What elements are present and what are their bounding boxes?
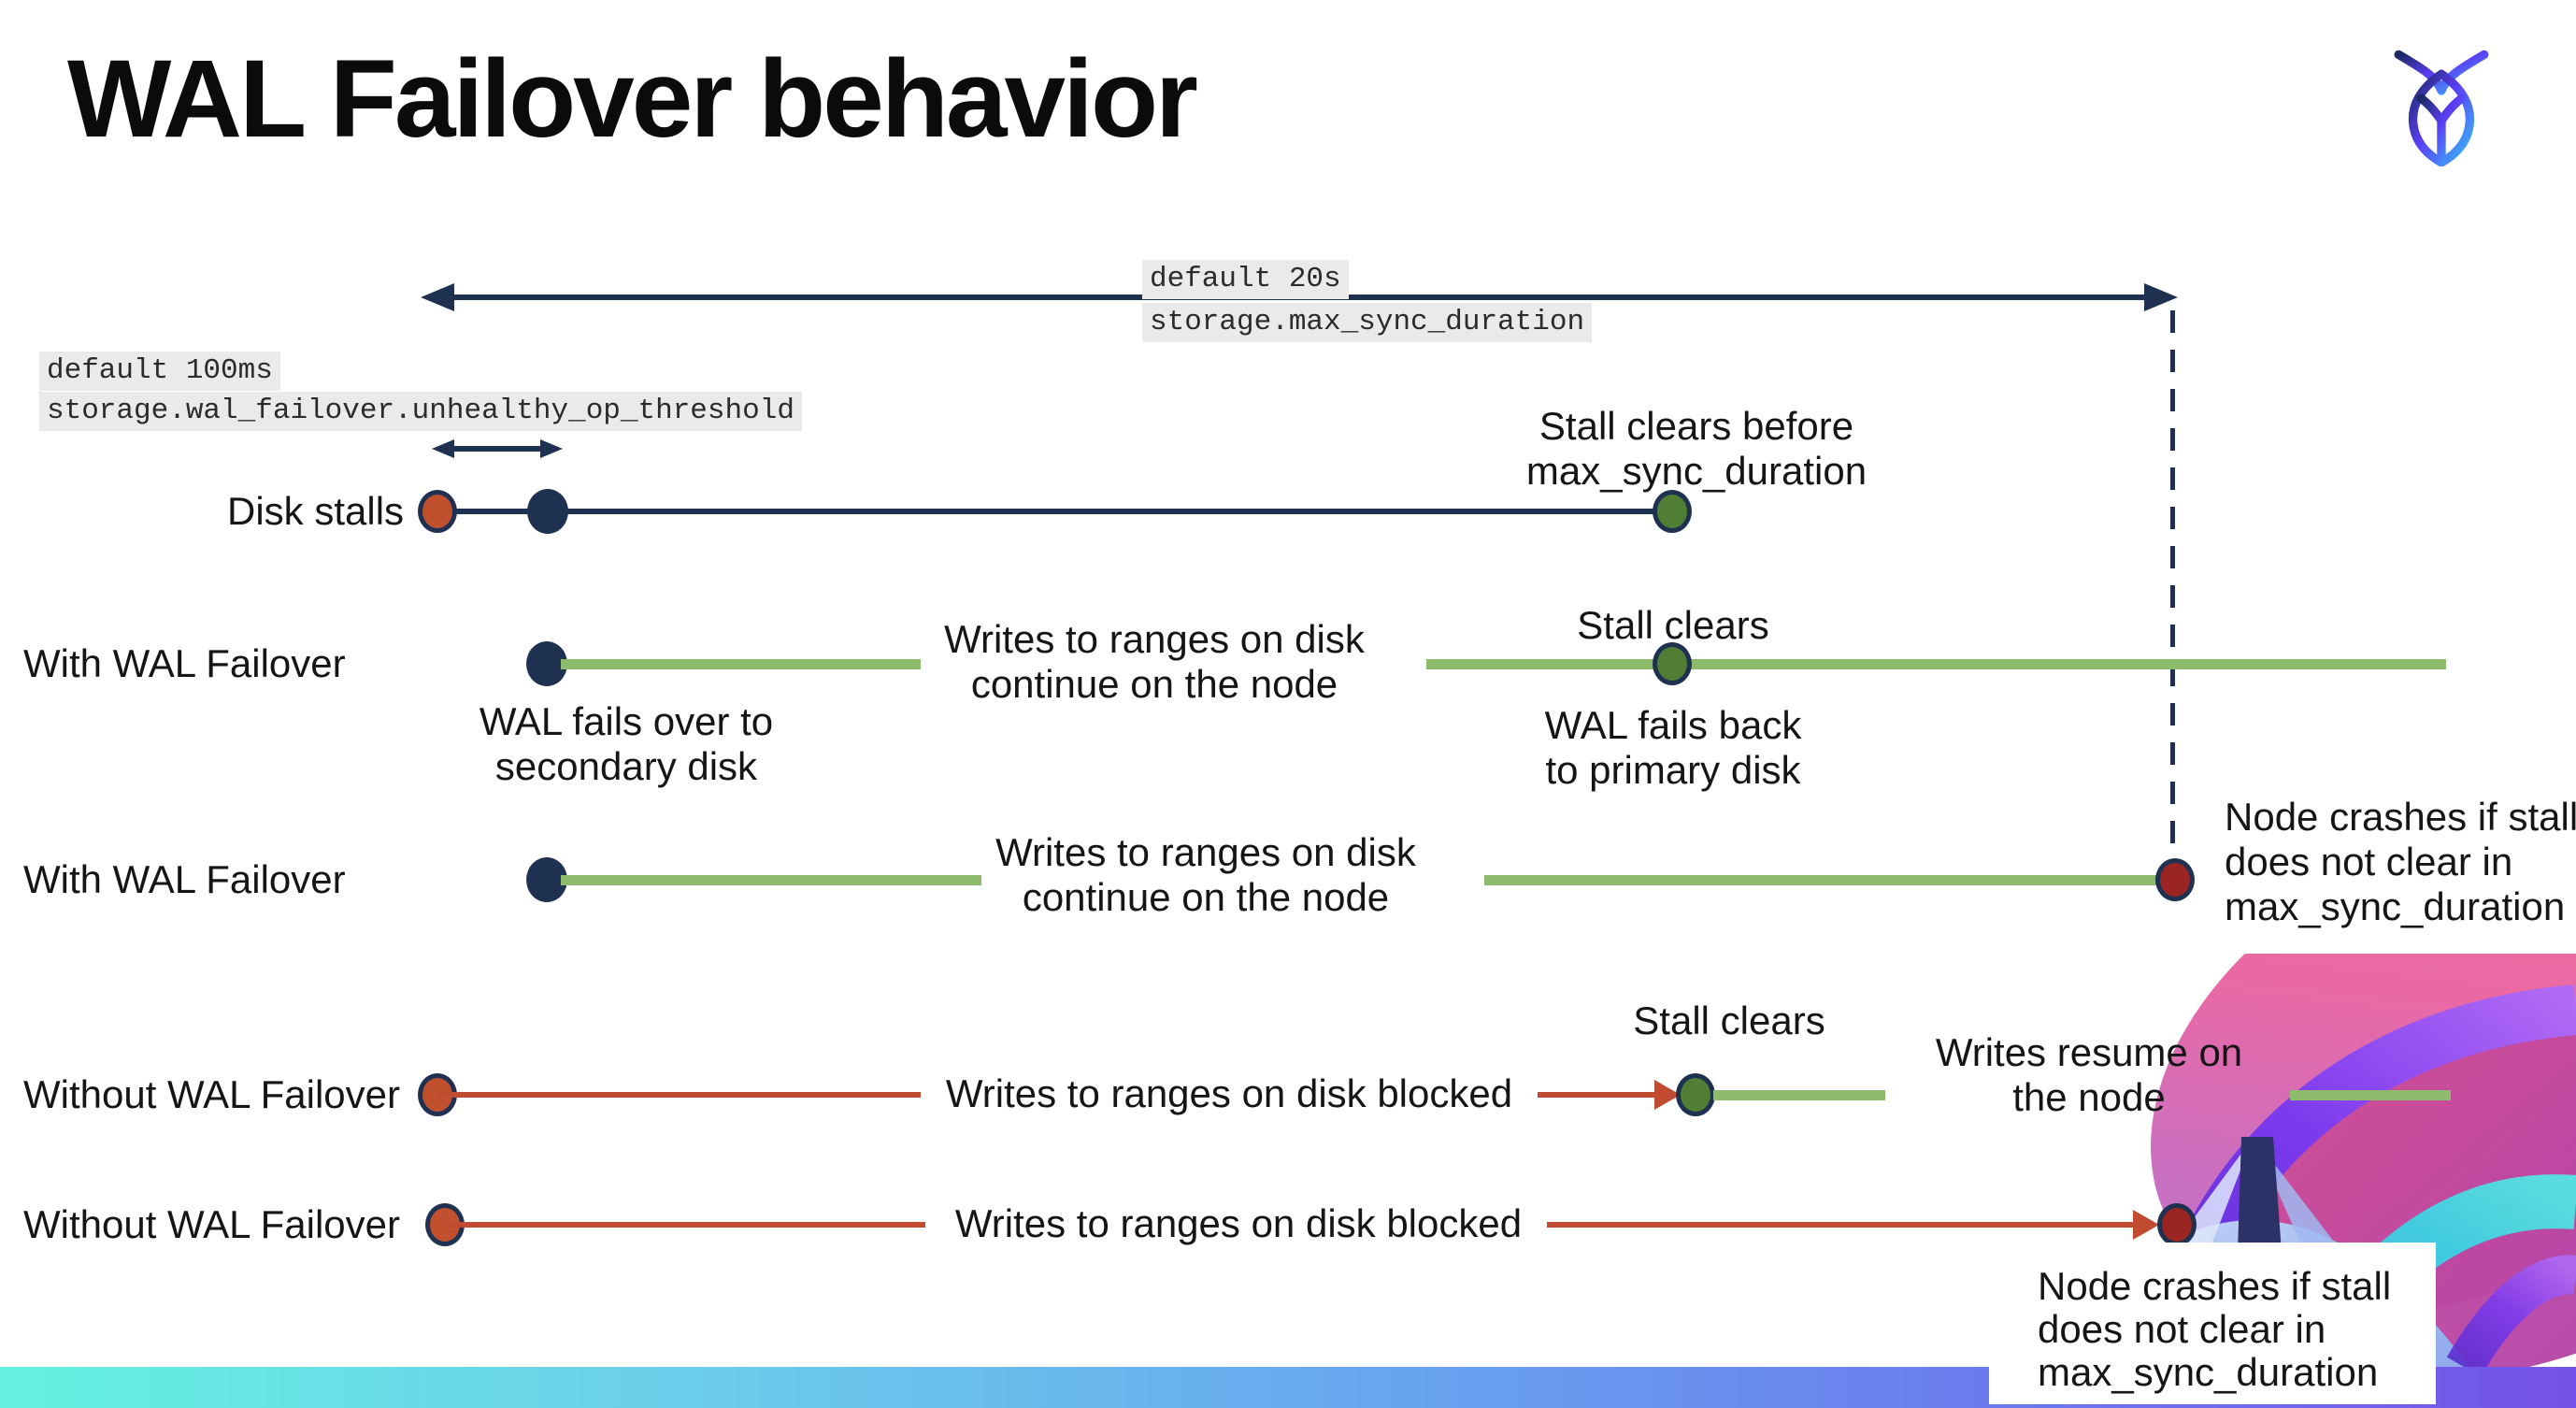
failover-dot-row3 [526, 857, 567, 902]
writes-continue-line-a [561, 659, 921, 669]
row-label-disk-stalls: Disk stalls [227, 489, 405, 533]
stall-clears-note-row2: Stall clears [1577, 603, 1769, 647]
writes-resume-line-a [1713, 1090, 1885, 1100]
writes-continue-line-row3-a [561, 875, 981, 885]
threshold-reached-dot [527, 489, 568, 534]
writes-resume-line-b [2290, 1090, 2451, 1100]
writes-resume-note: Writes resume on the node [1935, 1030, 2243, 1119]
row-label-with-wal-failover-2: With WAL Failover [23, 857, 346, 901]
node-crash-dot-row5 [2157, 1203, 2197, 1246]
writes-continue-line-b [1426, 659, 2446, 669]
writes-continue-note-row2: Writes to ranges on disk continue on the… [944, 617, 1365, 706]
writes-continue-note-row3: Writes to ranges on disk continue on the… [995, 830, 1416, 919]
max-sync-default-label: default 20s [1142, 260, 1349, 299]
cockroach-labs-logo-icon [2393, 45, 2490, 167]
stall-clears-before-note: Stall clears before max_sync_duration [1525, 404, 1868, 493]
writes-blocked-line-row5-b [1547, 1222, 2134, 1228]
arrowhead-left-icon [421, 283, 454, 311]
writes-continue-line-row3-b [1484, 875, 2173, 885]
stall-clears-dot-row4 [1676, 1073, 1715, 1116]
red-arrowhead-row5-icon [2133, 1210, 2159, 1240]
unhealthy-op-setting-name: storage.wal_failover.unhealthy_op_thresh… [39, 392, 802, 431]
stall-clears-dot-row2 [1653, 642, 1692, 685]
max-sync-deadline-dashed-line [2170, 310, 2175, 860]
node-crashes-note-row5: Node crashes if stall does not clear in … [2038, 1264, 2392, 1394]
unhealthy-op-span-line [447, 446, 546, 452]
row-label-without-wal-failover-2: Without WAL Failover [23, 1202, 400, 1246]
unhealthy-op-default-label: default 100ms [39, 352, 280, 391]
node-crashes-note-row3: Node crashes if stall does not clear in … [2225, 795, 2576, 928]
row-label-with-wal-failover-1: With WAL Failover [23, 641, 346, 685]
arrowhead-right-icon [2144, 283, 2178, 311]
writes-blocked-note-row5: Writes to ranges on disk blocked [954, 1201, 1523, 1245]
stall-start-dot [418, 490, 457, 533]
wal-fails-back-note: WAL fails back to primary disk [1544, 703, 1802, 792]
arrowhead-left-small-icon [432, 439, 454, 458]
disk-stall-timeline [436, 509, 1671, 514]
writes-blocked-line-row4-b [1538, 1092, 1657, 1098]
failover-dot [526, 641, 567, 686]
writes-blocked-line-row4-a [436, 1092, 921, 1098]
stall-clears-dot [1653, 490, 1692, 533]
page-title: WAL Failover behavior [67, 37, 1198, 161]
writes-blocked-note-row4: Writes to ranges on disk blocked [945, 1071, 1513, 1115]
max-sync-setting-name: storage.max_sync_duration [1142, 303, 1593, 342]
wal-fails-over-note: WAL fails over to secondary disk [479, 699, 774, 788]
node-crash-dot-row3 [2155, 858, 2195, 901]
arrowhead-right-small-icon [540, 439, 563, 458]
row-label-without-wal-failover-1: Without WAL Failover [23, 1072, 400, 1116]
node-crashes-callout-box: Node crashes if stall does not clear in … [1989, 1243, 2436, 1404]
stall-clears-note-row4: Stall clears [1633, 999, 1825, 1042]
writes-blocked-line-row5-a [444, 1222, 925, 1228]
